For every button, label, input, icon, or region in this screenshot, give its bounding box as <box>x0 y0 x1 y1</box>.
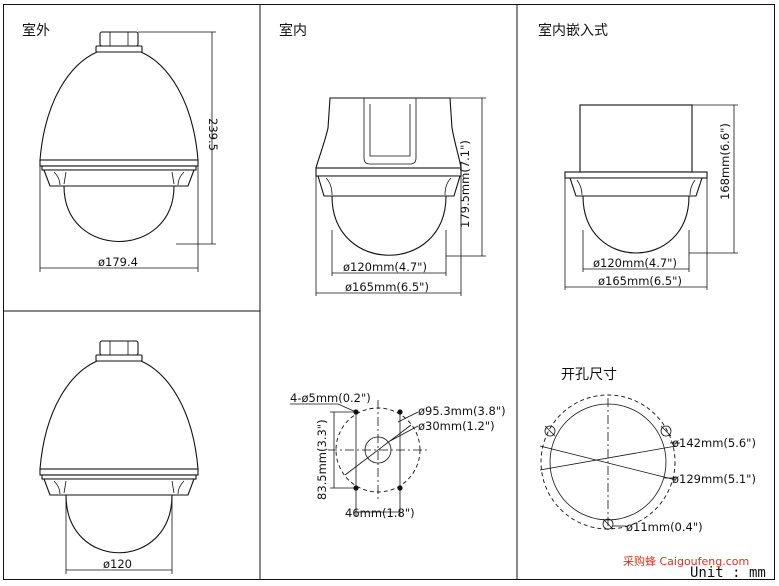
indoor-title: 室内 <box>279 22 307 39</box>
embedded-title: 室内嵌入式 <box>538 22 608 39</box>
cutout-hole-label: ø11mm(0.4") <box>626 520 703 534</box>
outdoor-camera-bottom <box>39 340 199 554</box>
unit-label: Unit : mm <box>690 565 766 581</box>
cutout-leader-lines <box>613 442 680 527</box>
embedded-inner-label: ø120mm(4.7") <box>593 256 677 270</box>
cutout-outer-label: ø142mm(5.6") <box>672 436 756 450</box>
indoor-camera <box>315 97 462 256</box>
embedded-camera <box>564 104 708 254</box>
outdoor-camera-top <box>39 31 199 242</box>
mount-leader-lines <box>290 403 419 516</box>
mount-holes-label: 4-ø5mm(0.2") <box>290 391 371 405</box>
indoor-outer-label: ø165mm(6.5") <box>345 280 429 294</box>
indoor-dimension-lines <box>315 97 486 296</box>
outdoor-base-label: ø120 <box>103 557 132 571</box>
outdoor-width-label: ø179.4 <box>98 255 138 269</box>
outdoor-height-label: 239.5 <box>206 118 220 151</box>
mount-center-label: ø30mm(1.2") <box>418 419 495 433</box>
outdoor-base-dimension-lines <box>65 495 173 574</box>
mount-circle-label: ø95.3mm(3.8") <box>418 404 506 418</box>
outdoor-title: 室外 <box>22 22 50 39</box>
embedded-outer-label: ø165mm(6.5") <box>598 274 682 288</box>
mount-vertical-label: 83.5mm(3.3") <box>315 419 329 500</box>
mount-horizontal-label: 46mm(1.8") <box>345 506 415 520</box>
indoor-inner-label: ø120mm(4.7") <box>343 260 427 274</box>
panel-frame <box>3 4 775 580</box>
indoor-height-label: 179.5mm(7.1") <box>458 140 472 228</box>
cutout-inner-label: ø129mm(5.1") <box>672 472 756 486</box>
embedded-height-label: 168mm(6.6") <box>718 123 732 200</box>
cutout-hole <box>539 394 677 530</box>
outdoor-dimension-lines <box>39 31 216 272</box>
mount-plate <box>328 400 428 502</box>
embedded-dimension-lines <box>564 104 738 290</box>
watermark: 采购蜂 Caigoufeng.com <box>623 554 749 568</box>
cutout-title: 开孔尺寸 <box>561 367 617 383</box>
